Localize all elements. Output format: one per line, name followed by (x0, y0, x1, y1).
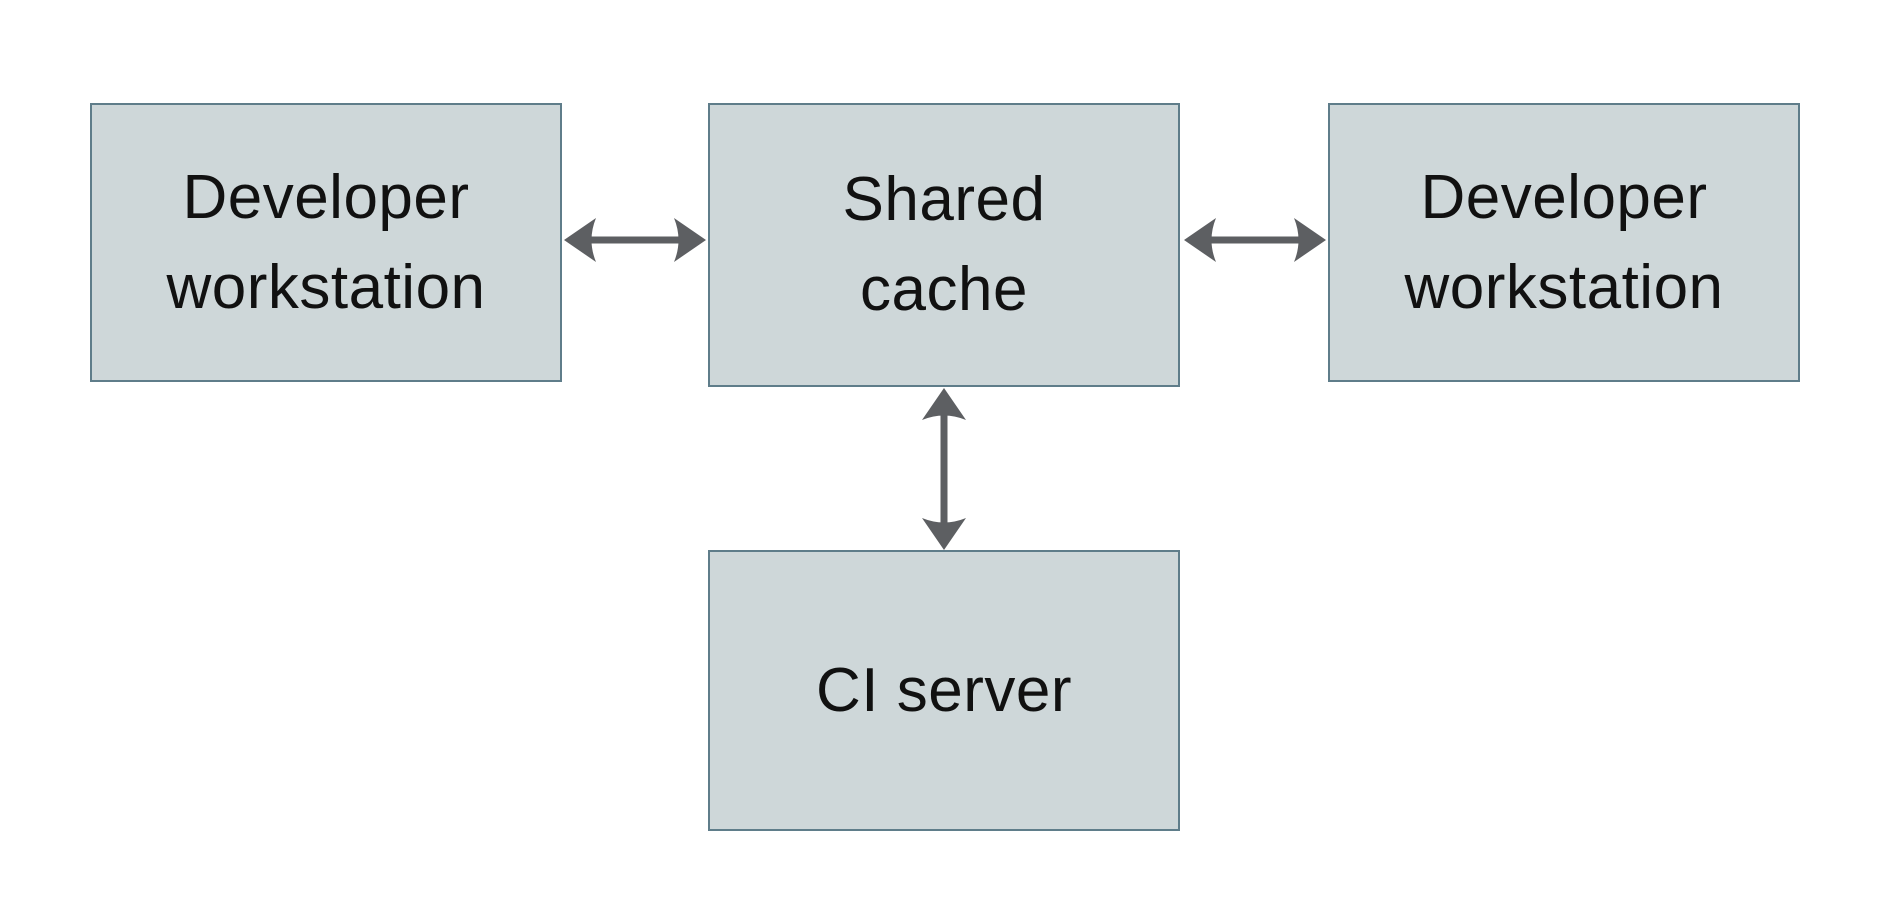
node-label-line: cache (860, 255, 1028, 324)
bidirectional-arrow-icon (564, 218, 706, 262)
node-developer-workstation-right: Developer workstation (1328, 103, 1800, 382)
bidirectional-arrow-icon (922, 388, 966, 550)
node-shared-cache: Shared cache (708, 103, 1180, 387)
arrowhead-right (1294, 218, 1326, 262)
node-ci-server: CI server (708, 550, 1180, 831)
arrowhead-left (564, 218, 596, 262)
node-label-line: workstation (1404, 252, 1724, 322)
arrow-cache-devright (1182, 205, 1328, 275)
arrowhead-up (922, 388, 966, 420)
node-label-line: Shared (842, 165, 1046, 234)
node-developer-workstation-left: Developer workstation (90, 103, 562, 382)
arrow-cache-ciserver (909, 386, 979, 552)
bidirectional-arrow-icon (1184, 218, 1326, 262)
node-label-line: Developer (182, 162, 470, 232)
node-label-line: Developer (1420, 162, 1708, 232)
arrowhead-down (922, 518, 966, 550)
arrowhead-left (1184, 218, 1216, 262)
node-label-line: workstation (166, 252, 486, 322)
arrowhead-right (674, 218, 706, 262)
node-label-line: CI server (816, 655, 1072, 725)
arrow-devleft-cache (562, 205, 708, 275)
